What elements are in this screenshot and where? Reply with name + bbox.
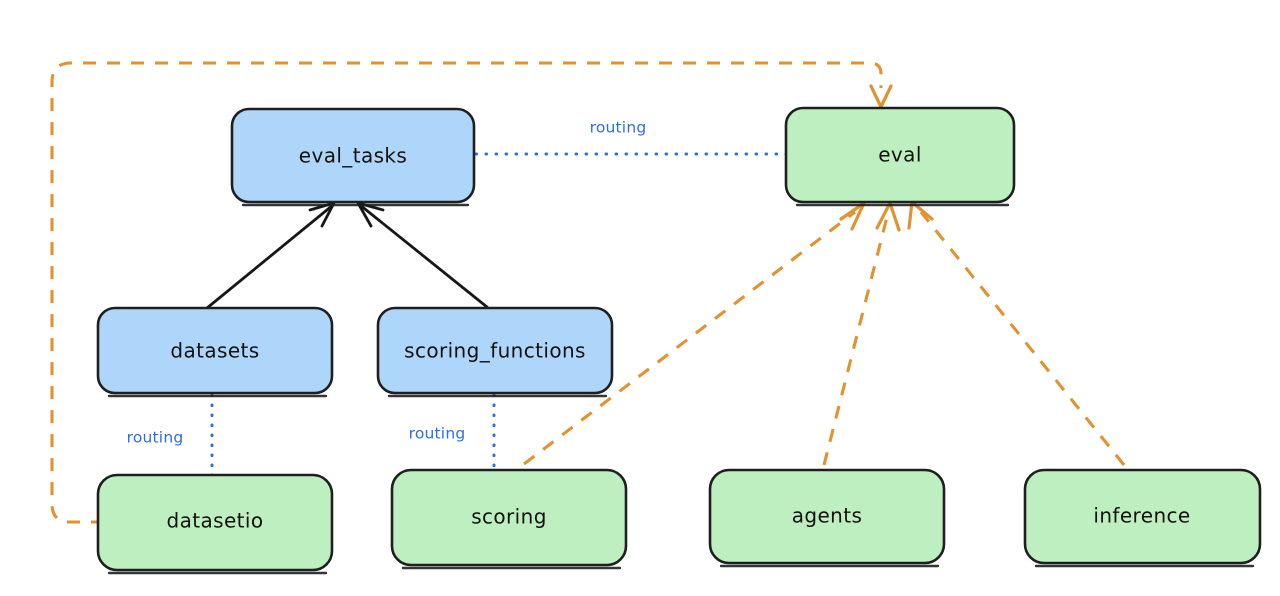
node-label-agents: agents bbox=[792, 504, 863, 528]
edge-inference-to-eval bbox=[907, 200, 1126, 466]
node-label-eval: eval bbox=[878, 143, 922, 167]
node-scoring[interactable]: scoring bbox=[390, 468, 628, 570]
node-label-scoring_functions: scoring_functions bbox=[404, 339, 586, 363]
edge-label-routing-eval: routing bbox=[590, 119, 647, 137]
edge-label-routing-scoring: routing bbox=[409, 425, 466, 443]
node-label-eval_tasks: eval_tasks bbox=[299, 144, 407, 168]
node-datasets[interactable]: datasets bbox=[96, 306, 334, 398]
node-label-datasets: datasets bbox=[170, 339, 259, 363]
node-inference[interactable]: inference bbox=[1023, 468, 1262, 568]
edge-label-routing-datasetio: routing bbox=[127, 429, 184, 447]
node-label-scoring: scoring bbox=[471, 505, 547, 529]
node-eval[interactable]: eval bbox=[784, 106, 1016, 207]
edge-datasets-to-eval_tasks bbox=[205, 201, 336, 310]
edge-agents-to-eval bbox=[822, 201, 901, 466]
node-agents[interactable]: agents bbox=[708, 468, 946, 568]
node-eval_tasks[interactable]: eval_tasks bbox=[230, 107, 476, 207]
node-label-datasetio: datasetio bbox=[166, 509, 263, 533]
node-label-inference: inference bbox=[1093, 504, 1190, 528]
edge-scoring_functions-to-eval_tasks bbox=[356, 201, 489, 309]
node-scoring_functions[interactable]: scoring_functions bbox=[376, 306, 614, 398]
node-datasetio[interactable]: datasetio bbox=[96, 473, 334, 575]
